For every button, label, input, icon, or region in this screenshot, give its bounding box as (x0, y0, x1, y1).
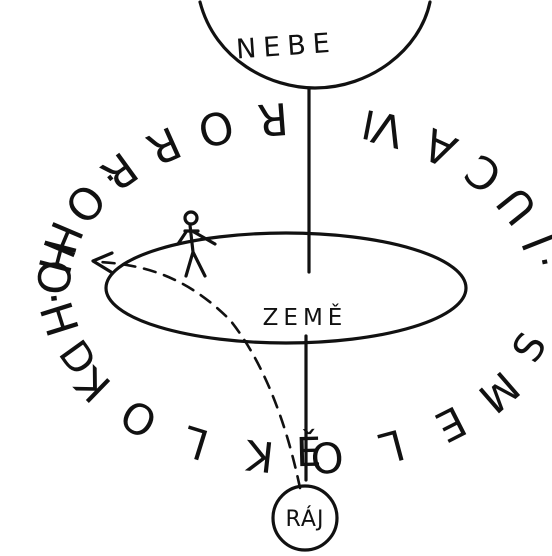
ring-letter: K (242, 430, 276, 482)
ring-text-hoh: H·OH (26, 234, 87, 343)
ring-letter: E (428, 396, 474, 452)
ring-letter: O (112, 389, 165, 448)
paradise-label: RÁJ (286, 506, 325, 532)
ring-letter: L (374, 419, 410, 473)
ring-letter: R (139, 116, 188, 175)
ring-letter: C (456, 143, 511, 202)
ring-letter: M (469, 362, 529, 423)
ring-letter: I (513, 227, 552, 258)
ring-letter: S (504, 325, 552, 370)
ring-letter: U (488, 177, 548, 234)
heaven-label: NEBE (235, 28, 338, 66)
earth-label: ZEMĚ (263, 303, 348, 331)
ring-letter: O (309, 431, 346, 482)
ring-letter: O (193, 99, 239, 157)
ring-letter: R (256, 92, 290, 145)
ring-letter: A (416, 117, 465, 176)
ring-letter: L (177, 416, 214, 470)
